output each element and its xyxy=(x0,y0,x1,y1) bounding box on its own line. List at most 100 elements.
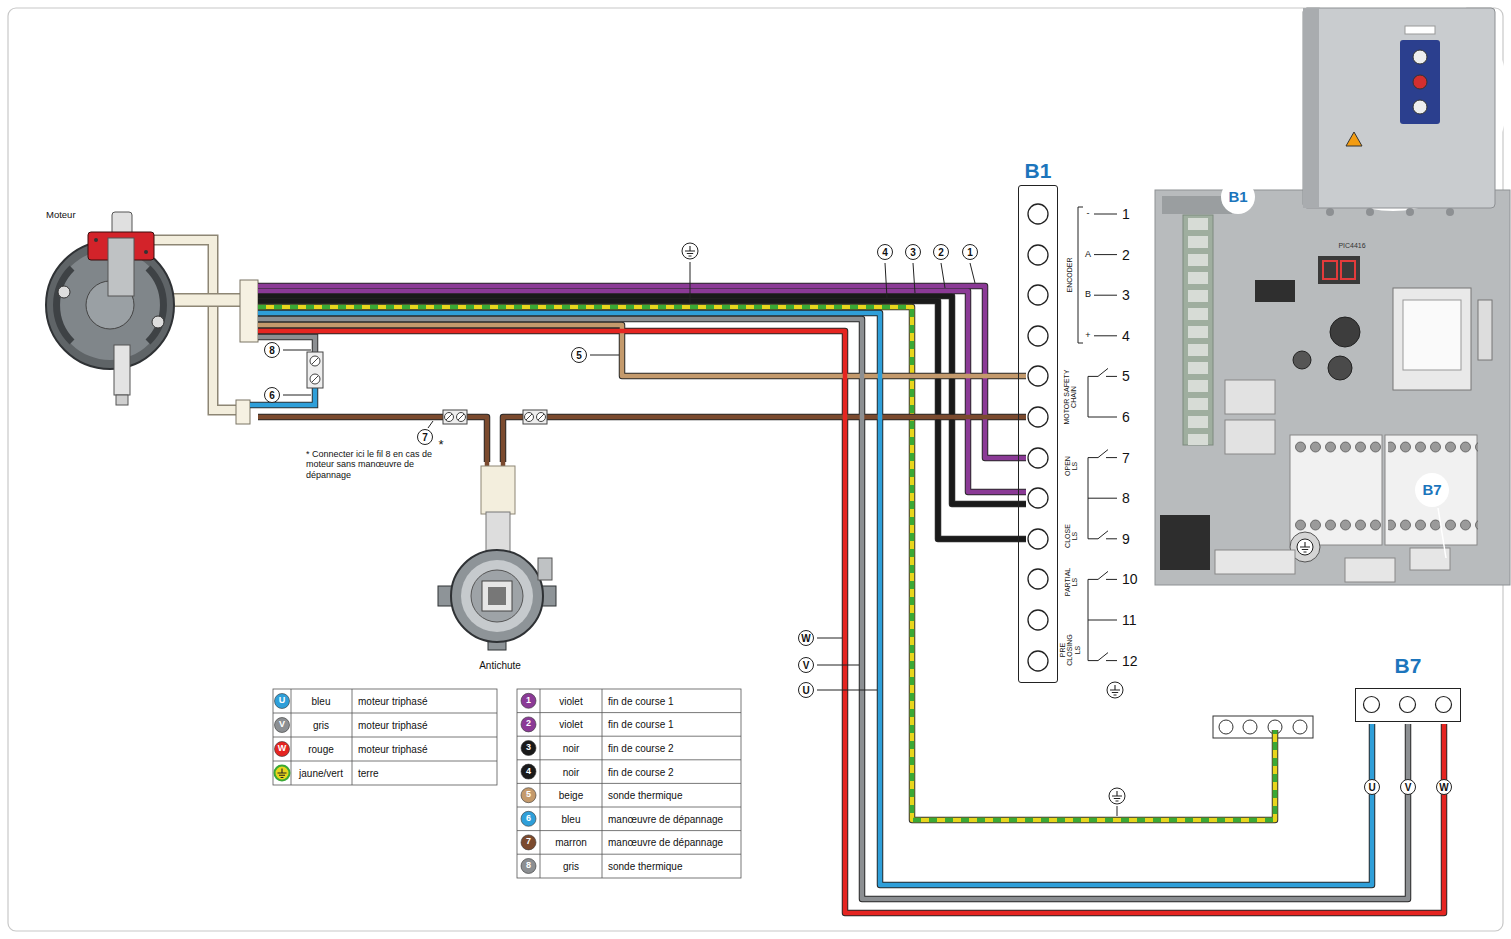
legend-swatch xyxy=(521,859,536,874)
callout-number: 8 xyxy=(264,342,280,358)
pin-name: + xyxy=(1085,331,1090,341)
board-photo xyxy=(1293,441,1383,533)
terminal-circle xyxy=(1028,529,1048,549)
enclosure-inset xyxy=(1346,132,1362,146)
board-photo xyxy=(1345,558,1395,582)
terminal-strip: B1123456789101112 xyxy=(1012,158,1064,686)
legend-text: fin de course 1 xyxy=(608,695,674,706)
legend-text: moteur triphasé xyxy=(358,720,427,731)
leader-line xyxy=(817,638,842,639)
terminal-group-label: CLOSE LS xyxy=(1064,522,1079,550)
legend-swatch xyxy=(521,788,536,803)
legend-swatch xyxy=(521,764,536,779)
callout-number: W xyxy=(1436,779,1452,795)
breakdown-wire xyxy=(250,388,315,405)
table-cell: beige xyxy=(559,790,583,801)
leader-line xyxy=(885,263,887,298)
legend-symbol: V xyxy=(279,720,285,730)
legend-text: moteur triphasé xyxy=(358,744,427,755)
ground-symbol xyxy=(1109,788,1125,804)
terminal: 10 xyxy=(1026,567,1144,591)
legend-table-grid xyxy=(273,689,741,878)
enclosure-inset xyxy=(1413,50,1427,64)
legend-symbol: 7 xyxy=(526,837,531,847)
wire xyxy=(258,313,1372,885)
enclosure-inset xyxy=(1446,208,1454,216)
board-photo xyxy=(1215,550,1295,574)
legend-swatch xyxy=(275,742,290,757)
ground-terminal-block xyxy=(1219,720,1233,734)
wire-connector xyxy=(523,410,547,424)
leader-line xyxy=(817,690,877,691)
wire-connector xyxy=(312,376,318,382)
legend-swatch xyxy=(521,835,536,850)
ground-symbol xyxy=(1107,682,1123,698)
fall-arrester-illustration xyxy=(438,462,556,650)
table-cell: gris xyxy=(563,861,579,872)
legend-text: fin de course 2 xyxy=(608,766,674,777)
terminal-number: 2 xyxy=(1122,243,1130,267)
legend-text: sonde thermique xyxy=(608,861,683,872)
terminal-bracket-lines xyxy=(1088,368,1117,417)
node-title: B7 xyxy=(1395,652,1422,680)
terminal-screw xyxy=(1026,608,1050,632)
ground-wire xyxy=(258,307,1275,820)
ground-wire xyxy=(258,307,1275,820)
table-cell: noir xyxy=(563,766,580,777)
terminal-circle xyxy=(1028,204,1048,224)
board-photo xyxy=(1155,190,1510,585)
terminal-block: B7 xyxy=(1352,652,1464,724)
photo-callout: B1 xyxy=(1221,180,1255,214)
callout-number: U xyxy=(798,682,814,698)
wire-outline xyxy=(258,313,1372,885)
terminal-circle xyxy=(1028,610,1048,630)
motor-illustration xyxy=(144,250,148,254)
enclosure-inset xyxy=(1413,75,1427,89)
legend-symbol: 3 xyxy=(526,743,531,753)
terminal-number: 6 xyxy=(1122,405,1130,429)
terminal: 7 xyxy=(1026,446,1144,470)
terminal-circle xyxy=(1028,488,1048,508)
legend-symbol: 2 xyxy=(526,719,531,729)
board-photo xyxy=(1341,261,1355,279)
table-cell: violet xyxy=(559,695,582,706)
breakdown-wire xyxy=(250,388,315,405)
legend-text: sonde thermique xyxy=(608,790,683,801)
terminal-screw xyxy=(1026,283,1050,307)
motor-illustration xyxy=(57,268,72,342)
enclosure-inset xyxy=(1278,0,1508,216)
terminal-number: 10 xyxy=(1122,567,1138,591)
enclosure-inset xyxy=(1326,208,1334,216)
callout-number: 3 xyxy=(905,244,921,260)
legend-symbol: U xyxy=(279,696,286,706)
board-photo xyxy=(1478,300,1492,360)
terminal-screw xyxy=(1026,364,1050,388)
motor-illustration xyxy=(150,240,238,410)
terminal-number: 1 xyxy=(1122,202,1130,226)
table-cell: jaune/vert xyxy=(299,768,343,779)
terminal: 12 xyxy=(1026,649,1144,673)
fall-arrester-box: Antichute xyxy=(445,462,555,674)
motor-illustration xyxy=(46,212,258,424)
callout-number: V xyxy=(1400,779,1416,795)
table-cell: gris xyxy=(313,720,329,731)
terminal-circle xyxy=(1028,366,1048,386)
enclosure-inset xyxy=(1303,8,1495,208)
terminal-circle xyxy=(1028,651,1048,671)
wire-connector xyxy=(307,352,547,424)
terminal-screw xyxy=(1026,527,1050,551)
ground-terminal-block xyxy=(1243,720,1257,734)
block-screw xyxy=(1436,697,1452,713)
legend-swatch xyxy=(521,811,536,826)
terminal: 9 xyxy=(1026,527,1144,551)
legend-swatch xyxy=(521,741,536,756)
terminal-circle xyxy=(1028,569,1048,589)
terminal: 11 xyxy=(1026,608,1144,632)
enclosure-inset xyxy=(1406,208,1414,216)
ground-terminal-block xyxy=(1213,716,1313,738)
board-photo xyxy=(1225,420,1275,454)
motor-illustration xyxy=(108,238,134,296)
